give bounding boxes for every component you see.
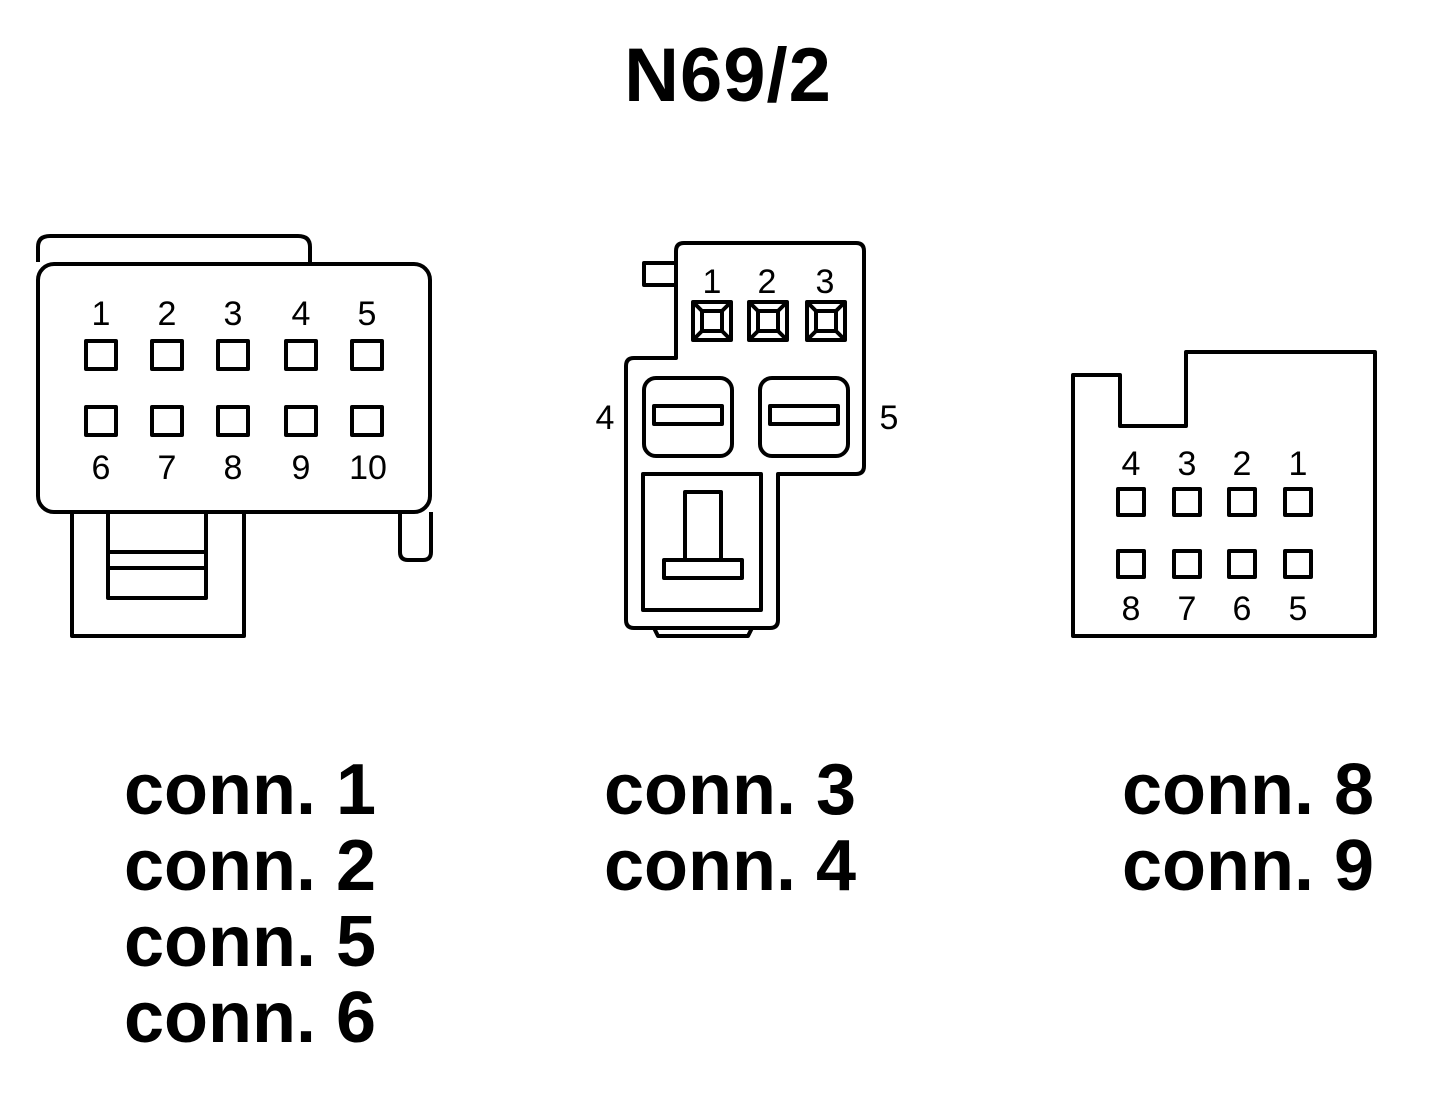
connector-a <box>36 234 433 638</box>
connector-a-labels: conn. 1 conn. 2 conn. 5 conn. 6 <box>90 752 376 1056</box>
connector-a-lock <box>106 510 208 600</box>
connector-b-labels: conn. 3 conn. 4 <box>570 752 856 904</box>
connector-b-pin-4-socket <box>642 376 734 458</box>
connector-b-pin-5-socket <box>758 376 850 458</box>
connector-b-foot <box>652 627 754 638</box>
connector-c-pin-label: 7 <box>1178 590 1197 628</box>
connector-c-pin-label: 8 <box>1122 590 1141 628</box>
connector-b-top-pins <box>691 300 847 342</box>
connector-b-pin-label: 1 <box>703 263 722 301</box>
connector-b-power-socket <box>641 472 763 612</box>
connector-c-pin-label: 4 <box>1122 445 1141 483</box>
connector-a-pin-label: 1 <box>92 295 111 333</box>
connector-a-pin-label: 8 <box>224 449 243 487</box>
connector-label: conn. 9 <box>1121 826 1374 906</box>
connector-a-pin-label: 6 <box>92 449 111 487</box>
connector-b <box>624 241 866 638</box>
connector-c-pin-label: 5 <box>1289 590 1308 628</box>
connector-b-body <box>624 241 866 630</box>
connector-label: conn. 1 <box>123 750 376 830</box>
connector-c-labels: conn. 8 conn. 9 <box>1088 752 1374 904</box>
connector-b-key <box>642 261 678 287</box>
connector-a-pin-label: 4 <box>292 295 311 333</box>
connector-label: conn. 8 <box>1121 750 1374 830</box>
connector-a-pin-label: 3 <box>224 295 243 333</box>
connector-a-latch-post <box>398 512 433 562</box>
connector-a-lower-housing <box>70 512 246 638</box>
connector-c-pin-cells <box>1116 487 1313 579</box>
connector-a-pin-label: 2 <box>158 295 177 333</box>
connector-label: conn. 4 <box>603 826 856 906</box>
connector-c-pin-label: 1 <box>1289 445 1308 483</box>
connector-c-body <box>1071 350 1377 638</box>
connector-a-body <box>36 262 432 514</box>
connector-c-pin-label: 3 <box>1178 445 1197 483</box>
connector-b-pin-label: 2 <box>758 263 777 301</box>
connector-c-pin-label: 2 <box>1233 445 1252 483</box>
page-title: N69/2 <box>624 33 832 118</box>
connector-a-pin-cells <box>84 339 384 437</box>
connector-c <box>1071 350 1377 638</box>
connector-b-pin-label: 5 <box>880 399 899 437</box>
connector-label: conn. 6 <box>123 978 376 1058</box>
connector-c-pin-label: 6 <box>1233 590 1252 628</box>
connector-b-pin-label: 3 <box>816 263 835 301</box>
connector-b-pin-label: 4 <box>596 399 615 437</box>
connector-a-pin-label: 10 <box>349 449 387 487</box>
connector-a-rear-tab <box>36 234 312 264</box>
connector-label: conn. 3 <box>603 750 856 830</box>
connector-a-pin-label: 9 <box>292 449 311 487</box>
connector-label: conn. 5 <box>123 902 376 982</box>
connector-a-pin-label: 5 <box>358 295 377 333</box>
connector-label: conn. 2 <box>123 826 376 906</box>
connector-a-pin-label: 7 <box>158 449 177 487</box>
